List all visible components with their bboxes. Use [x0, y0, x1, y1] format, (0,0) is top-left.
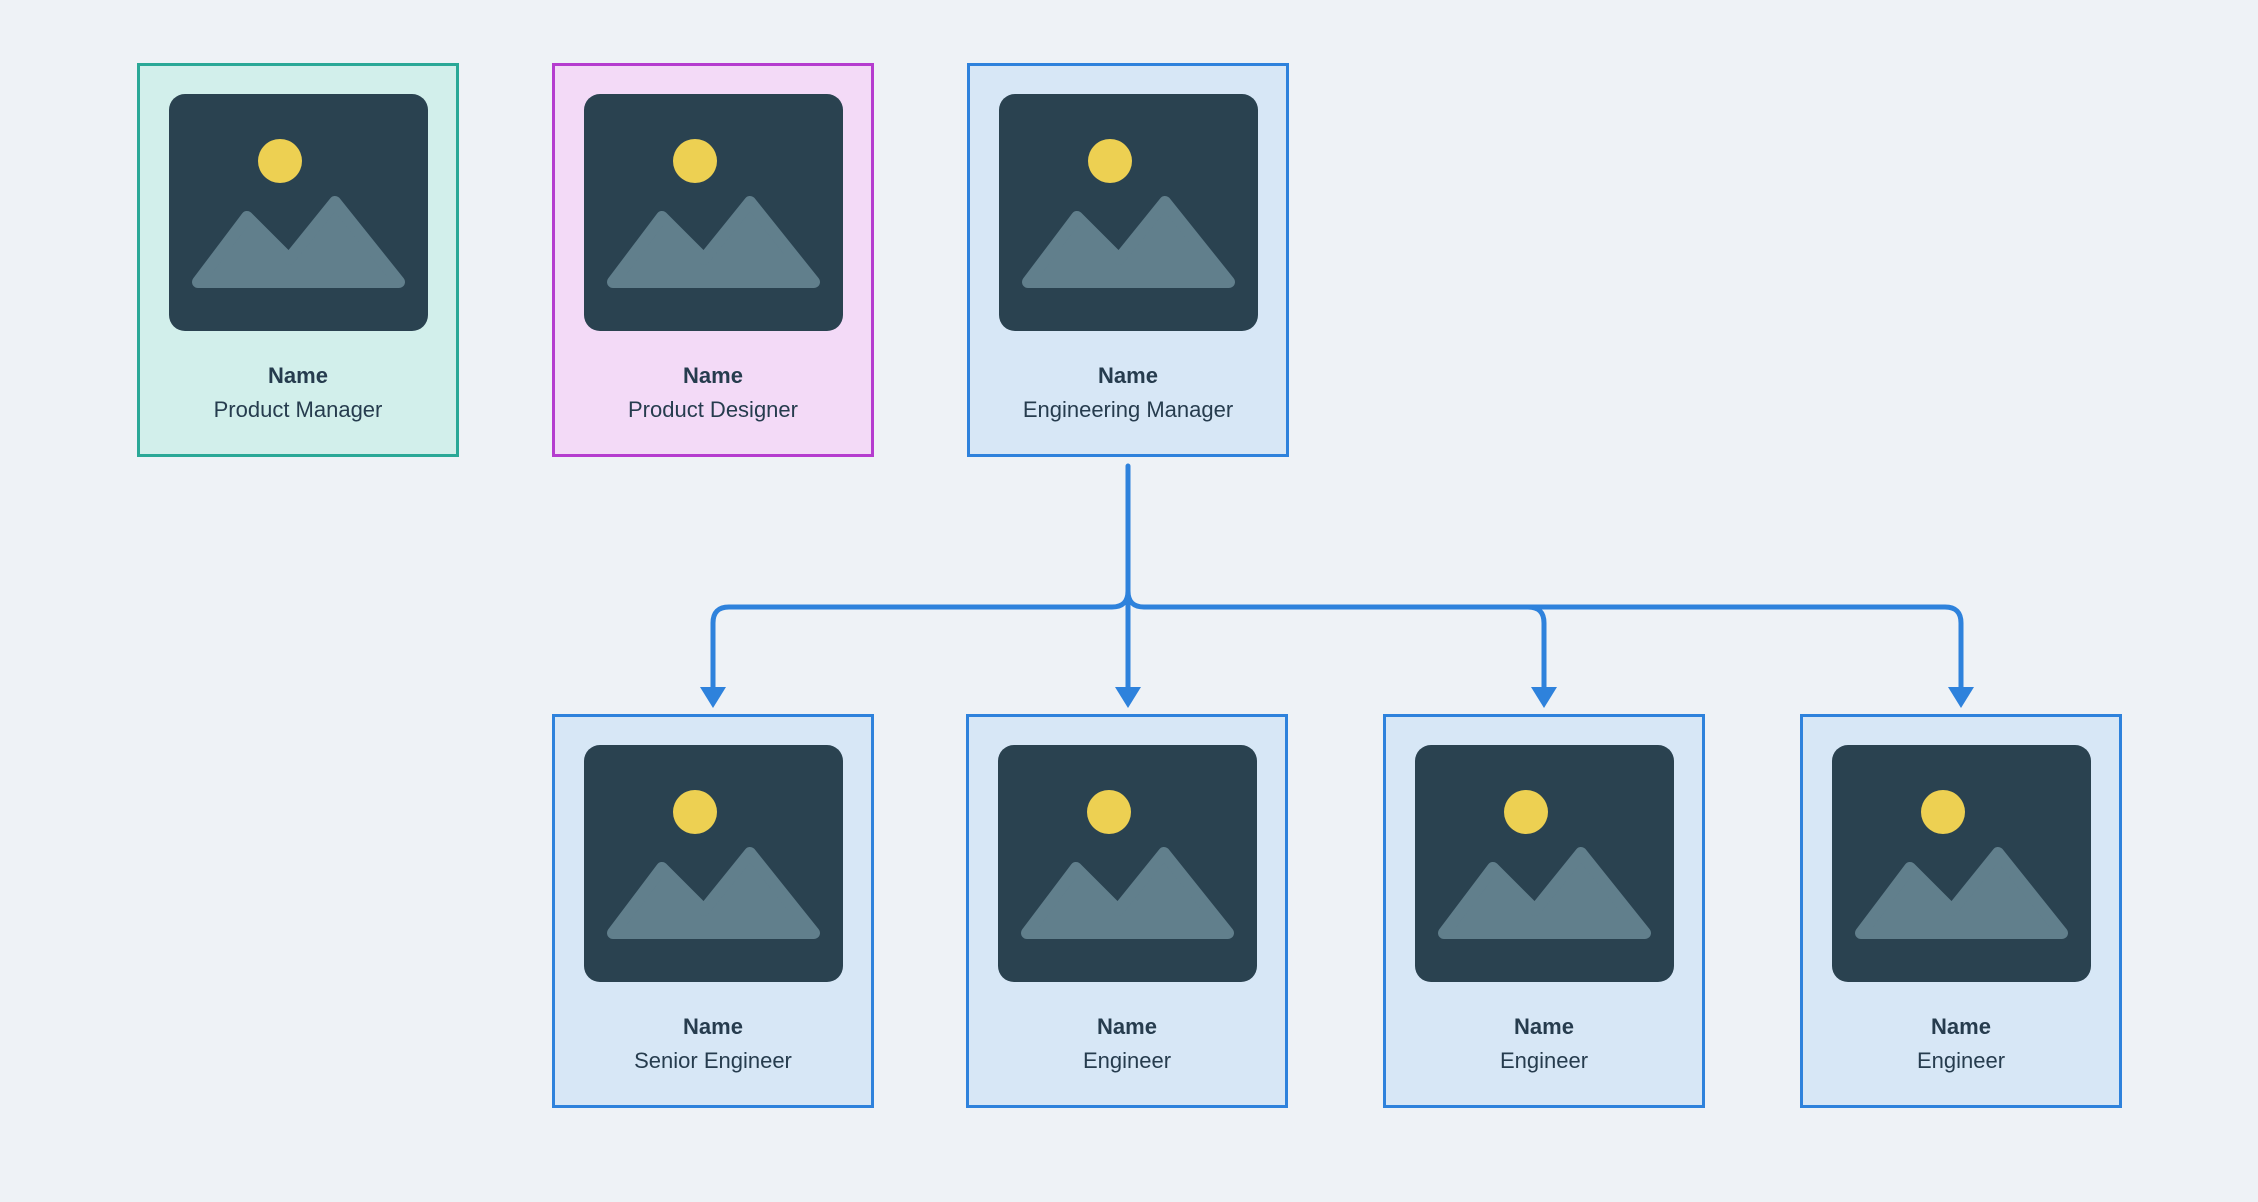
org-node-product-designer[interactable]: Name Product Designer: [552, 63, 874, 457]
node-name-label: Name: [268, 363, 328, 388]
connector-arrowhead: [1948, 687, 1974, 708]
photo-frame: [997, 745, 1257, 982]
photo-placeholder-icon: [998, 94, 1258, 331]
connector-arrowhead: [1115, 687, 1141, 708]
org-node-product-manager[interactable]: Name Product Manager: [137, 63, 459, 457]
mountains-shape: [1437, 847, 1651, 939]
org-node-engineer-2[interactable]: Name Engineer: [1383, 714, 1705, 1108]
node-name-label: Name: [683, 1014, 743, 1039]
sun-shape: [1087, 139, 1132, 183]
org-node-engineering-manager[interactable]: Name Engineering Manager: [967, 63, 1289, 457]
sun-shape: [257, 139, 302, 183]
node-role-label: Product Manager: [213, 397, 383, 422]
node-role-label: Engineering Manager: [1022, 397, 1234, 422]
node-name-label: Name: [1514, 1014, 1574, 1039]
node-role-label: Engineer: [1916, 1048, 2006, 1073]
photo-frame: [998, 94, 1258, 331]
mountains-shape: [1854, 847, 2068, 939]
node-name-label: Name: [1097, 1014, 1157, 1039]
sun-shape: [672, 139, 717, 183]
node-role-label: Engineer: [1082, 1048, 1172, 1073]
mountains-shape: [1021, 196, 1235, 288]
connector-line[interactable]: [710, 463, 1964, 690]
org-node-engineer-3[interactable]: Name Engineer: [1800, 714, 2122, 1108]
sun-shape: [1920, 790, 1965, 834]
photo-frame: [583, 745, 843, 982]
node-name-label: Name: [683, 363, 743, 388]
mountains-shape: [606, 196, 820, 288]
sun-shape: [672, 790, 717, 834]
photo-frame: [1414, 745, 1674, 982]
photo-placeholder-icon: [997, 745, 1257, 982]
node-name-label: Name: [1931, 1014, 1991, 1039]
photo-frame: [583, 94, 843, 331]
photo-placeholder-icon: [1414, 745, 1674, 982]
photo-placeholder-icon: [168, 94, 428, 331]
sun-shape: [1086, 790, 1131, 834]
mountains-shape: [1020, 847, 1234, 939]
photo-placeholder-icon: [583, 94, 843, 331]
photo-placeholder-icon: [583, 745, 843, 982]
node-role-label: Senior Engineer: [634, 1048, 792, 1073]
node-role-label: Product Designer: [628, 397, 798, 422]
photo-frame: [1831, 745, 2091, 982]
org-node-senior-engineer[interactable]: Name Senior Engineer: [552, 714, 874, 1108]
sun-shape: [1503, 790, 1548, 834]
photo-placeholder-icon: [1831, 745, 2091, 982]
mountains-shape: [606, 847, 820, 939]
connector-arrowhead: [1531, 687, 1557, 708]
node-role-label: Engineer: [1499, 1048, 1589, 1073]
connector-arrowhead: [700, 687, 726, 708]
node-name-label: Name: [1098, 363, 1158, 388]
org-node-engineer-1[interactable]: Name Engineer: [966, 714, 1288, 1108]
photo-frame: [168, 94, 428, 331]
mountains-shape: [191, 196, 405, 288]
